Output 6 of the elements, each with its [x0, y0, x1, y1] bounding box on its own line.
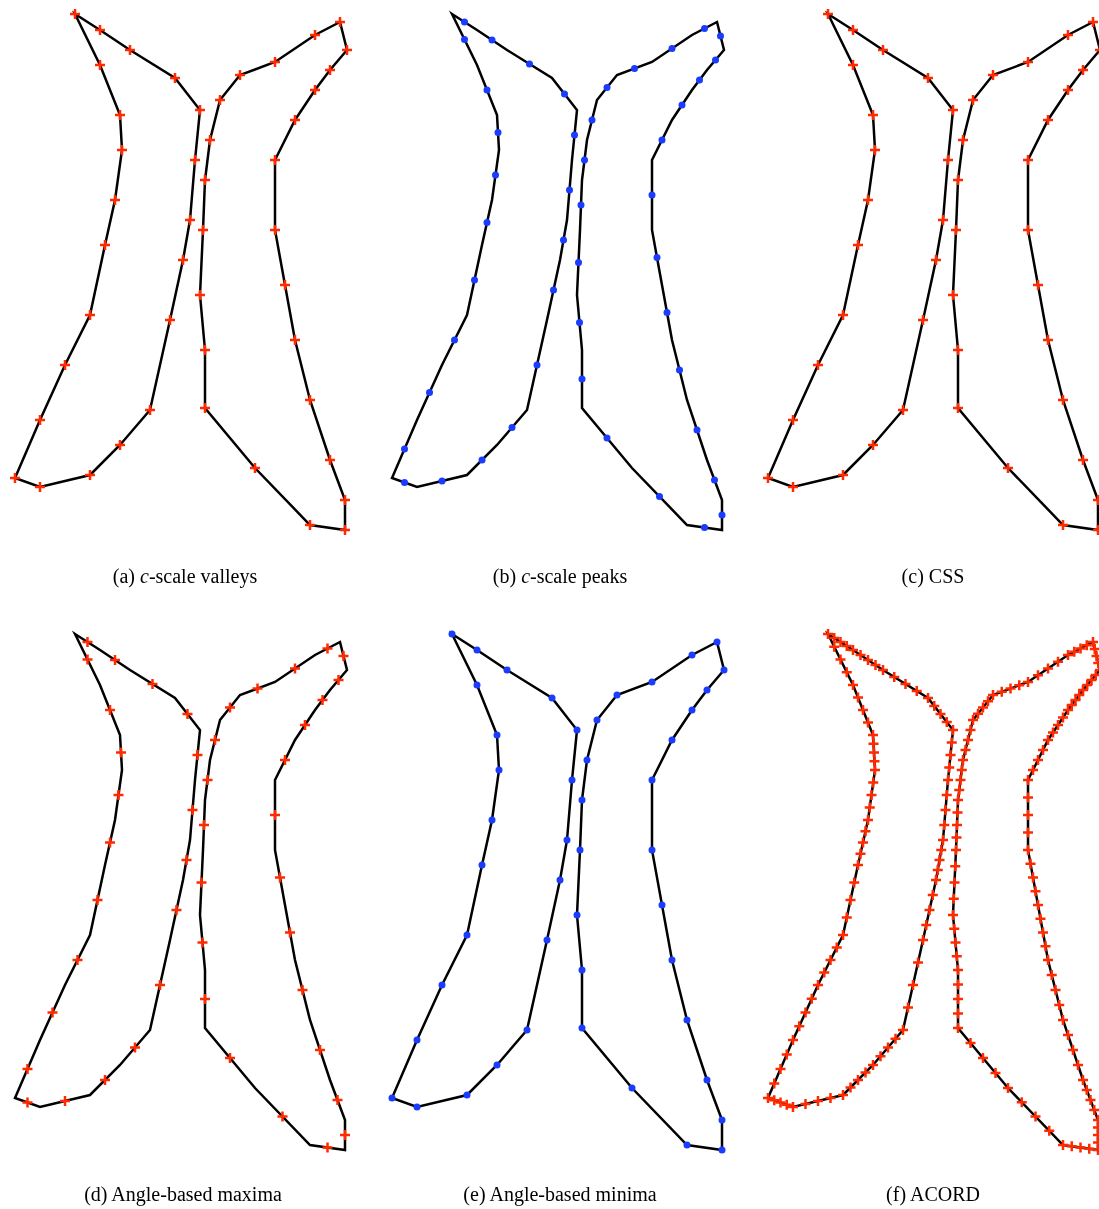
panel-caption: (f) ACORD	[886, 1183, 980, 1206]
panel-caption: (a) c-scale valleys	[112, 565, 258, 588]
panel-caption: (b) c-scale peaks	[492, 565, 628, 588]
panel-caption: (c) CSS	[901, 565, 965, 588]
panel-caption: (e) Angle-based minima	[463, 1183, 657, 1206]
panel-caption: (d) Angle-based maxima	[84, 1183, 282, 1206]
